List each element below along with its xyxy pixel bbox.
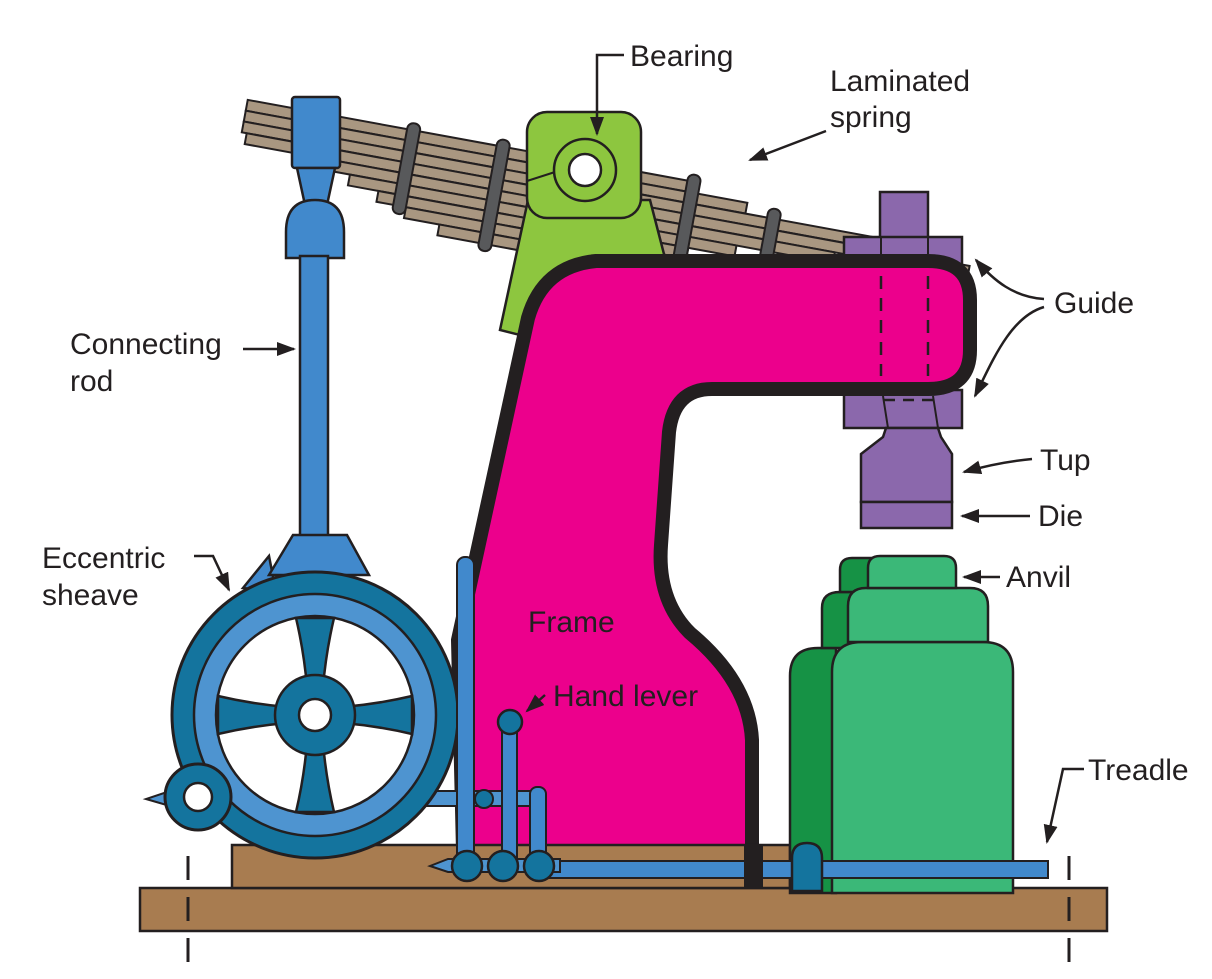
pivot-joint (522, 849, 556, 883)
spring-clamp (477, 138, 511, 253)
eccentric-strap-cap (266, 533, 372, 577)
spring-clamp (391, 122, 422, 216)
guide-rod-lines (880, 237, 929, 254)
eccentric-hub-hole (182, 781, 214, 813)
anvil-block (788, 554, 1015, 895)
label-eccentric-sheave-line2: sheave (42, 579, 139, 612)
frame-shape (450, 254, 977, 858)
label-bearing: Bearing (630, 40, 733, 73)
hand-lever-linkage (427, 556, 561, 883)
bearing-hole (567, 152, 603, 188)
label-laminated-spring-line1: Laminated (830, 65, 970, 98)
leader-eccentric-sheave (194, 554, 231, 592)
leader-hand-lever (525, 694, 546, 713)
pivot-joint (450, 849, 484, 883)
guide-taper-lines (882, 395, 939, 429)
base-plank (138, 886, 1109, 933)
anvil-tier1 (866, 554, 958, 590)
link-pin (474, 789, 494, 809)
leader-bearing (590, 53, 624, 136)
hidden-rod-dashed-lines (879, 276, 930, 376)
hand-lever-knob (496, 708, 524, 736)
rod-shaft (298, 254, 330, 539)
label-laminated-spring-line2: spring (830, 101, 912, 134)
die-block (859, 500, 954, 530)
connecting-rod (240, 95, 372, 594)
label-guide: Guide (1054, 287, 1134, 320)
label-hand-lever: Hand lever (553, 680, 698, 713)
lever-standard-rod (456, 556, 475, 867)
guide-lower-block (842, 388, 964, 430)
anvil-tier1-side (838, 556, 876, 594)
leader-treadle (1043, 767, 1084, 844)
leader-guide-lower (973, 305, 1045, 398)
label-connecting-rod-line1: Connecting (70, 328, 222, 361)
rod-bulb (284, 198, 346, 260)
pivot-joint (486, 849, 520, 883)
eccentric-sheave-wheel (163, 570, 460, 860)
leader-tup (962, 457, 1033, 475)
bearing-split-line (526, 171, 556, 182)
leader-laminated-spring (748, 129, 827, 162)
label-die: Die (1038, 500, 1083, 533)
anvil-tier2 (846, 586, 990, 644)
treadle-pivot-mount (790, 841, 824, 893)
label-tup: Tup (1040, 444, 1091, 477)
label-eccentric-sheave-line1: Eccentric (42, 542, 165, 575)
anvil-tier3 (830, 640, 1015, 895)
rod-clamp-block (290, 95, 342, 170)
label-anvil: Anvil (1006, 561, 1071, 594)
frame-leg-front (744, 845, 763, 889)
leader-guide-upper (974, 258, 1045, 301)
wheel-hub-hole (297, 697, 333, 733)
tup-rod-top (878, 190, 930, 242)
label-frame: Frame (528, 606, 615, 639)
hand-lever-rod (501, 715, 518, 869)
label-treadle: Treadle (1088, 754, 1189, 787)
label-connecting-rod-line2: rod (70, 365, 113, 398)
